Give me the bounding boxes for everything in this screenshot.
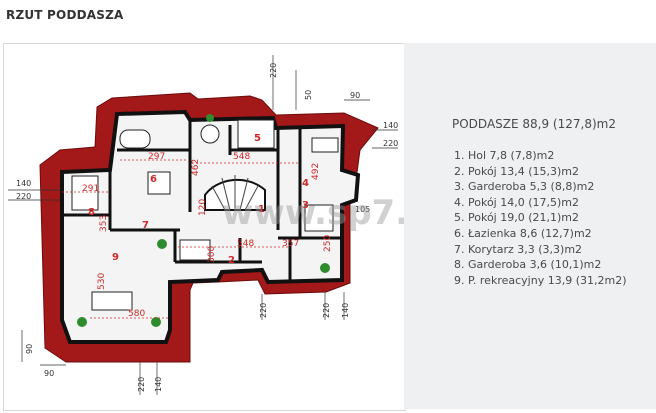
list-item: 7. Korytarz 3,3 (3,3)m2 [454,242,583,256]
dim-outer-220-left: 220 [16,192,31,201]
list-item: 9. P. rekreacyjny 13,9 (31,2m2) [454,273,627,287]
plants [77,114,330,327]
dim-462: 462 [191,159,201,176]
dim-580: 580 [128,309,145,319]
furniture [71,119,339,311]
dim-353: 353 [99,215,109,232]
outer-dimension-lines [8,55,398,395]
red-dimension-lines [62,159,300,319]
list-item: 5. Pokój 19,0 (21,1)m2 [454,211,580,225]
dim-outer-105: 105 [355,205,370,214]
dim-530: 530 [97,273,107,290]
room-number-3: 3 [302,200,309,211]
list-item: 4. Pokój 14,0 (17,5)m2 [454,195,580,209]
interior-walls [62,120,342,282]
info-panel: PODDASZE 88,9 (127,8)m2 1. Hol 7,8 (7,8)… [404,43,656,409]
page-title: RZUT PODDASZA [6,8,124,22]
dim-548-bottom: 548 [237,239,254,249]
dim-outer-220-mid: 220 [259,303,268,318]
dim-291: 291 [82,184,99,194]
dim-outer-50: 50 [304,90,313,100]
room-number-8: 8 [88,207,95,218]
room-number-9: 9 [112,252,119,263]
dim-outer-220-br: 220 [322,303,331,318]
room-number-7: 7 [142,220,149,231]
dim-297: 297 [148,152,165,162]
list-item: 3. Garderoba 5,3 (8,8)m2 [454,180,595,194]
dim-548-top: 548 [233,152,250,162]
staircase [204,175,266,211]
list-item: 1. Hol 7,8 (7,8)m2 [454,149,555,162]
dim-300: 300 [207,246,217,263]
dim-outer-90-top: 90 [350,91,360,100]
list-item: 8. Garderoba 3,6 (10,1)m2 [454,258,602,272]
dim-outer-140-left: 140 [16,179,31,188]
dim-120: 120 [198,199,208,216]
room-number-2: 2 [228,255,235,266]
room-number-5: 5 [254,133,261,144]
dim-outer-90-left: 90 [25,344,34,354]
dim-outer-90-bottom: 90 [44,369,54,378]
dim-outer-140-bottom: 140 [154,377,163,392]
room-list: 1. Hol 7,8 (7,8)m2 2. Pokój 13,4 (15,3)m… [454,148,626,288]
dim-outer-220-top: 220 [269,63,278,78]
room-number-6: 6 [150,174,157,185]
dim-outer-220-bottom: 220 [137,377,146,392]
list-item: 6. Łazienka 8,6 (12,7)m2 [454,226,592,240]
dim-250: 250 [323,235,333,252]
dim-492: 492 [311,163,321,180]
room-number-1: 1 [258,204,265,215]
dim-outer-140-right: 140 [383,121,398,130]
floor-area-title: PODDASZE 88,9 (127,8)m2 [452,117,616,131]
dim-outer-220-right: 220 [383,139,398,148]
list-item: 2. Pokój 13,4 (15,3)m2 [454,164,580,178]
building-interior [60,109,361,344]
room-number-4: 4 [302,178,309,189]
dim-357: 357 [282,239,299,249]
dim-outer-140-br: 140 [341,303,350,318]
